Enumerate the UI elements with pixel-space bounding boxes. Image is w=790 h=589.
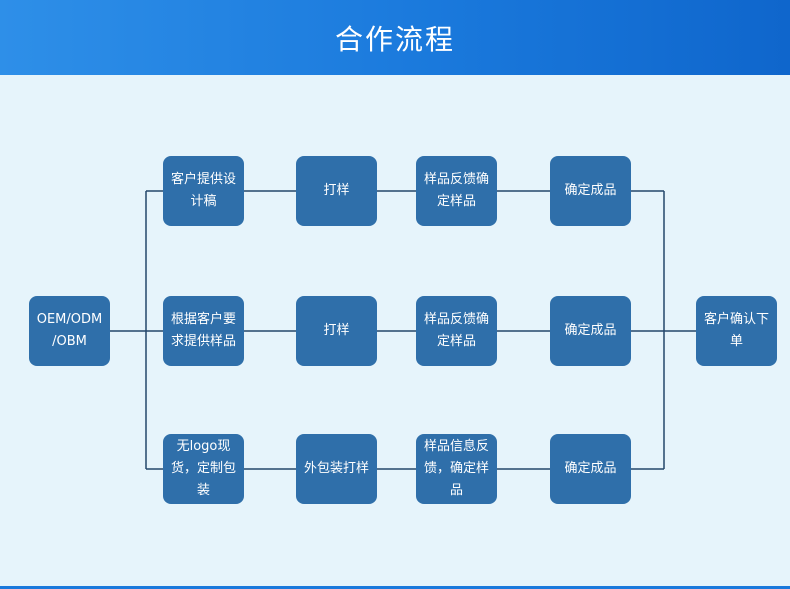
node-row3-step4: 确定成品 xyxy=(550,434,631,504)
node-end: 客户确认下单 xyxy=(696,296,777,366)
node-row1-step4: 确定成品 xyxy=(550,156,631,226)
node-label: 样品信息反馈，确定样品 xyxy=(423,439,489,498)
node-label: 打样 xyxy=(323,183,350,198)
node-row3-step1: 无logo现货，定制包装 xyxy=(163,434,244,504)
node-label: 确定成品 xyxy=(564,183,617,198)
node-label: 样品反馈确定样品 xyxy=(423,172,489,209)
node-label: 无logo现货，定制包装 xyxy=(170,439,236,498)
node-row1-step3: 样品反馈确定样品 xyxy=(416,156,497,226)
node-row3-step3: 样品信息反馈，确定样品 xyxy=(416,434,497,504)
node-row2-step1: 根据客户要求提供样品 xyxy=(163,296,244,366)
node-label: 确定成品 xyxy=(564,323,617,338)
node-label: 确定成品 xyxy=(564,461,617,476)
node-row1-step1: 客户提供设计稿 xyxy=(163,156,244,226)
node-label: 根据客户要求提供样品 xyxy=(170,312,236,349)
node-row3-step2: 外包装打样 xyxy=(296,434,377,504)
node-label: 打样 xyxy=(323,323,350,338)
node-end-label: 客户确认下单 xyxy=(703,312,769,349)
page-title: 合作流程 xyxy=(334,23,455,56)
node-row2-step4: 确定成品 xyxy=(550,296,631,366)
bottom-bar xyxy=(0,586,790,589)
node-label: 外包装打样 xyxy=(303,461,369,476)
node-start: OEM/ODM /OBM xyxy=(29,296,110,366)
node-label: 样品反馈确定样品 xyxy=(423,312,489,349)
node-row2-step3: 样品反馈确定样品 xyxy=(416,296,497,366)
node-label: 客户提供设计稿 xyxy=(170,172,236,209)
diagram-canvas xyxy=(0,75,790,589)
node-start-label: OEM/ODM /OBM xyxy=(36,312,103,349)
node-row2-step2: 打样 xyxy=(296,296,377,366)
header-banner: 合作流程 xyxy=(0,0,790,75)
node-row1-step2: 打样 xyxy=(296,156,377,226)
